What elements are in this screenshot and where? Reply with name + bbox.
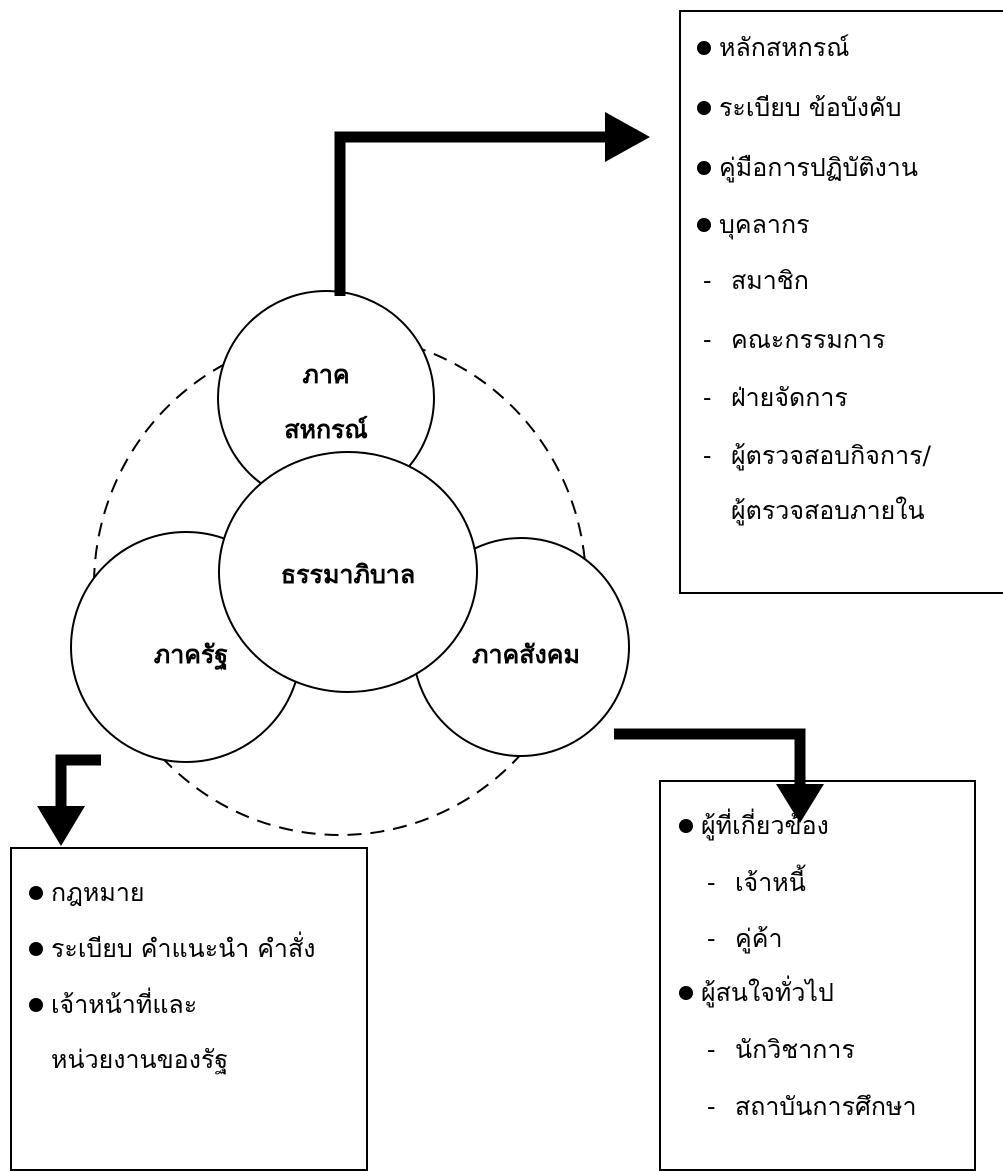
dash: - xyxy=(707,924,716,953)
item-text: ผู้ตรวจสอบกิจการ/ xyxy=(731,441,931,470)
item-text: ฝ่ายจัดการ xyxy=(731,383,848,412)
circle-governance xyxy=(218,451,478,693)
dash: - xyxy=(703,325,712,354)
dash: - xyxy=(707,1092,716,1121)
bullet-dot xyxy=(697,160,711,175)
sub-item: -ฝ่ายจัดการ xyxy=(703,385,848,410)
dash: - xyxy=(707,1035,716,1064)
dash: - xyxy=(703,383,712,412)
bullet-item: ผู้ที่เกี่ยวข้อง xyxy=(679,813,829,838)
item-text: เจ้าหน้าที่และ xyxy=(51,990,198,1019)
item-text: กฎหมาย xyxy=(51,878,145,907)
arrow-to-state-box xyxy=(55,754,101,811)
sub-item: -สถาบันการศึกษา xyxy=(707,1094,917,1119)
item-text: ระเบียบ ข้อบังคับ xyxy=(719,93,902,122)
dash: - xyxy=(707,868,716,897)
dash: - xyxy=(703,441,712,470)
bullet-item: กฎหมาย xyxy=(29,880,145,905)
item-text: คู่ค้า xyxy=(735,924,783,953)
sub-item: -คณะกรรมการ xyxy=(703,327,885,352)
arrow-to-society-box xyxy=(614,728,806,789)
item-text: บุคลากร xyxy=(719,210,810,239)
sub-item: -เจ้าหนี้ xyxy=(707,870,806,895)
bullet-item: หลักสหกรณ์ xyxy=(697,35,849,60)
item-text: คณะกรรมการ xyxy=(731,325,886,354)
item-text: สถาบันการศึกษา xyxy=(735,1092,917,1121)
bullet-dot xyxy=(29,941,43,956)
circle-label-society: ภาคสังคม xyxy=(472,640,580,669)
bullet-item: ระเบียบ คำแนะนำ คำสั่ง xyxy=(29,936,315,961)
bullet-dot xyxy=(679,985,693,1000)
item-text: ผู้ที่เกี่ยวข้อง xyxy=(701,811,829,840)
item-text: คู่มือการปฏิบัติงาน xyxy=(719,153,918,182)
item-text: ระเบียบ คำแนะนำ คำสั่ง xyxy=(51,934,316,963)
item-text: นักวิชาการ xyxy=(735,1035,855,1064)
bullet-item-continuation: หน่วยงานของรัฐ xyxy=(51,1045,229,1074)
box-cooperative xyxy=(679,10,1003,594)
bullet-item: ระเบียบ ข้อบังคับ xyxy=(697,95,902,120)
sub-item: -คู่ค้า xyxy=(707,926,783,951)
arrowhead-state xyxy=(37,806,85,846)
circle-label-cooperative-line2: สหกรณ์ xyxy=(284,415,368,444)
bullet-item: เจ้าหน้าที่และ xyxy=(29,992,197,1017)
bullet-dot xyxy=(29,997,43,1012)
item-text: หลักสหกรณ์ xyxy=(719,33,850,62)
arrowhead-society xyxy=(776,784,824,823)
item-text: เจ้าหนี้ xyxy=(735,868,806,897)
sub-item-continuation: ผู้ตรวจสอบภายใน xyxy=(731,496,925,525)
arrow-to-cooperative-box xyxy=(334,131,612,296)
circle-label-governance: ธรรมาภิบาล xyxy=(280,560,416,589)
item-text: สมาชิก xyxy=(731,266,809,295)
bullet-dot xyxy=(697,217,711,232)
circle-label-cooperative-line1: ภาค xyxy=(302,360,350,389)
sub-item: -นักวิชาการ xyxy=(707,1037,855,1062)
sub-item: -ผู้ตรวจสอบกิจการ/ xyxy=(703,443,931,468)
dash: - xyxy=(703,266,712,295)
bullet-dot xyxy=(697,100,711,115)
item-text: ผู้สนใจทั่วไป xyxy=(701,978,834,1007)
bullet-dot xyxy=(29,885,43,900)
bullet-item: คู่มือการปฏิบัติงาน xyxy=(697,155,918,180)
bullet-item: บุคลากร xyxy=(697,212,810,237)
arrowhead-cooperative xyxy=(605,112,650,162)
sub-item: -สมาชิก xyxy=(703,268,809,293)
bullet-dot xyxy=(679,818,693,833)
circle-label-state: ภาครัฐ xyxy=(153,640,229,669)
bullet-item: ผู้สนใจทั่วไป xyxy=(679,980,834,1005)
bullet-dot xyxy=(697,40,711,55)
